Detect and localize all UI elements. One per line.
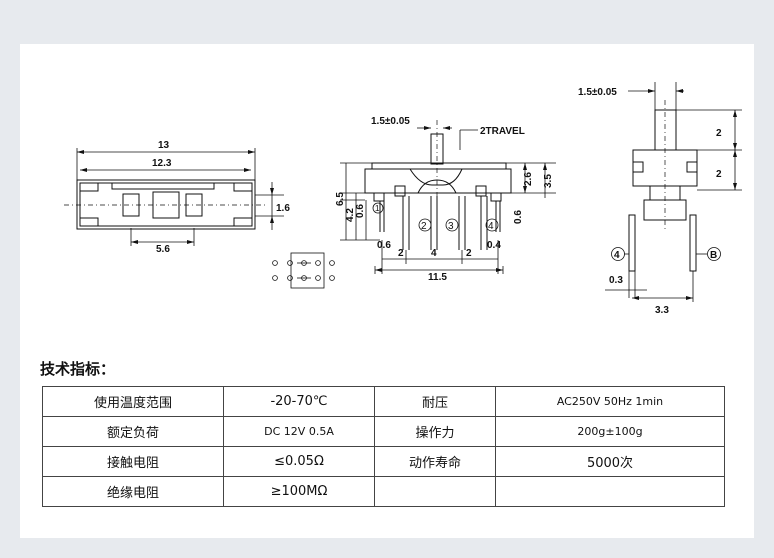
pin-label-2: 2: [421, 221, 427, 232]
spec-name-cell: 使用温度范围: [42, 386, 224, 417]
spec-value-cell: ≥100MΩ: [223, 476, 375, 507]
spec-value-cell: [495, 476, 725, 507]
spec-value-cell: -20-70℃: [223, 386, 375, 417]
specs-title: 技术指标：: [40, 360, 116, 378]
side-pin-label-right: B: [710, 250, 717, 261]
spec-name-cell: [374, 476, 496, 507]
side-dim-actuator-height-top: 2: [716, 128, 722, 139]
spec-value-cell: 200g±100g: [495, 416, 725, 447]
side-dim-actuator-height-bottom: 2: [716, 169, 722, 180]
left-border-strip: [0, 44, 20, 538]
dim-pitch-b: 4: [431, 248, 437, 259]
spec-name-cell: 操作力: [374, 416, 496, 447]
dim-height-total: 6.5: [335, 192, 346, 206]
spec-name-cell: 绝缘电阻: [42, 476, 224, 507]
dim-left-pin-offset: 0.6: [377, 240, 391, 251]
dim-actuator-width: 1.5±0.05: [371, 116, 410, 127]
side-view: 1.5±0.05 2 2: [578, 82, 742, 316]
dim-travel: 2TRAVEL: [480, 126, 525, 137]
dim-right-pin-offset: 0.6: [513, 210, 524, 224]
table-row: 绝缘电阻 ≥100MΩ: [42, 476, 725, 507]
spec-name-cell: 耐压: [374, 386, 496, 417]
right-border-strip: [754, 44, 774, 538]
spec-value-cell: 5000次: [495, 446, 725, 477]
dim-right-terminal-offset: 0.4: [487, 240, 501, 251]
dim-height-body: 4.2: [345, 208, 356, 222]
spec-name-cell: 动作寿命: [374, 446, 496, 477]
dim-right-height-total: 3.5: [543, 174, 554, 188]
table-row: 额定负荷 DC 12V 0.5A 操作力 200g±100g: [42, 416, 725, 447]
dim-pitch-c: 2: [466, 248, 472, 259]
pin-label-3: 3: [448, 221, 454, 232]
top-border-strip: [0, 0, 774, 44]
spec-name-cell: 额定负荷: [42, 416, 224, 447]
specs-table: 使用温度范围 -20-70℃ 耐压 AC250V 50Hz 1min 额定负荷 …: [42, 386, 725, 507]
pin-label-4: 4: [488, 221, 494, 232]
dim-pitch-a: 2: [398, 248, 404, 259]
dim-width-overall: 11.5: [428, 272, 447, 283]
front-view: 1.5±0.05 2TRAVEL 2.6: [335, 116, 556, 283]
pin-label-1: 1: [375, 204, 380, 213]
dim-length-overall: 13: [158, 140, 170, 151]
side-pin-label-left: 4: [614, 250, 620, 261]
spec-value-cell: AC250V 50Hz 1min: [495, 386, 725, 417]
spec-name-cell: 接触电阻: [42, 446, 224, 477]
side-dim-pin-spacing: 3.3: [655, 305, 669, 316]
table-row: 使用温度范围 -20-70℃ 耐压 AC250V 50Hz 1min: [42, 386, 725, 417]
dim-slot-spacing: 5.6: [156, 244, 170, 255]
dim-length-inner: 12.3: [152, 158, 172, 169]
specs-table-body: 使用温度范围 -20-70℃ 耐压 AC250V 50Hz 1min 额定负荷 …: [42, 386, 725, 507]
bottom-border-strip: [0, 538, 774, 558]
spec-value-cell: DC 12V 0.5A: [223, 416, 375, 447]
top-view: 13 12.3 1.6: [64, 140, 290, 255]
side-dim-pin-thickness: 0.3: [609, 275, 623, 286]
pcb-hole-pattern: [272, 252, 335, 289]
dim-right-height-top: 2.6: [523, 172, 534, 186]
dim-height: 1.6: [276, 203, 290, 214]
spec-value-cell: ≤0.05Ω: [223, 446, 375, 477]
table-row: 接触电阻 ≤0.05Ω 动作寿命 5000次: [42, 446, 725, 477]
dim-height-pin: 0.6: [355, 204, 366, 218]
side-dim-actuator-width: 1.5±0.05: [578, 87, 617, 98]
